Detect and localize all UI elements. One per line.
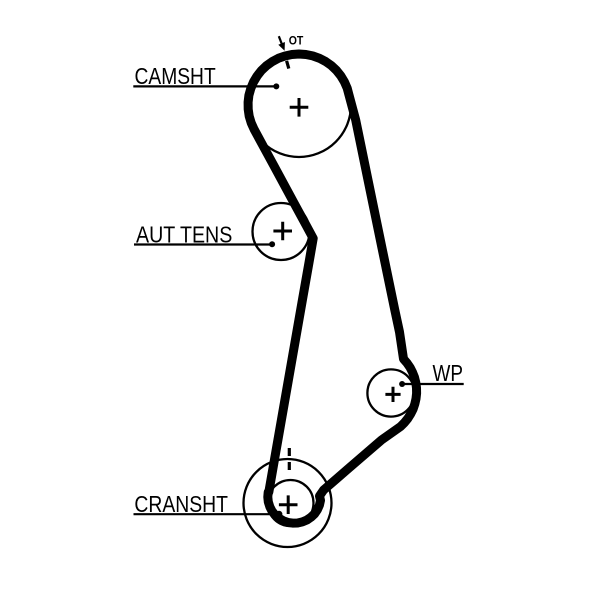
svg-text:WP: WP [433, 360, 464, 386]
svg-text:AUT TENS: AUT TENS [136, 222, 232, 248]
svg-text:CAMSHT: CAMSHT [135, 63, 216, 89]
svg-text:CRANSHT: CRANSHT [134, 491, 228, 517]
svg-text:OT: OT [289, 35, 304, 47]
